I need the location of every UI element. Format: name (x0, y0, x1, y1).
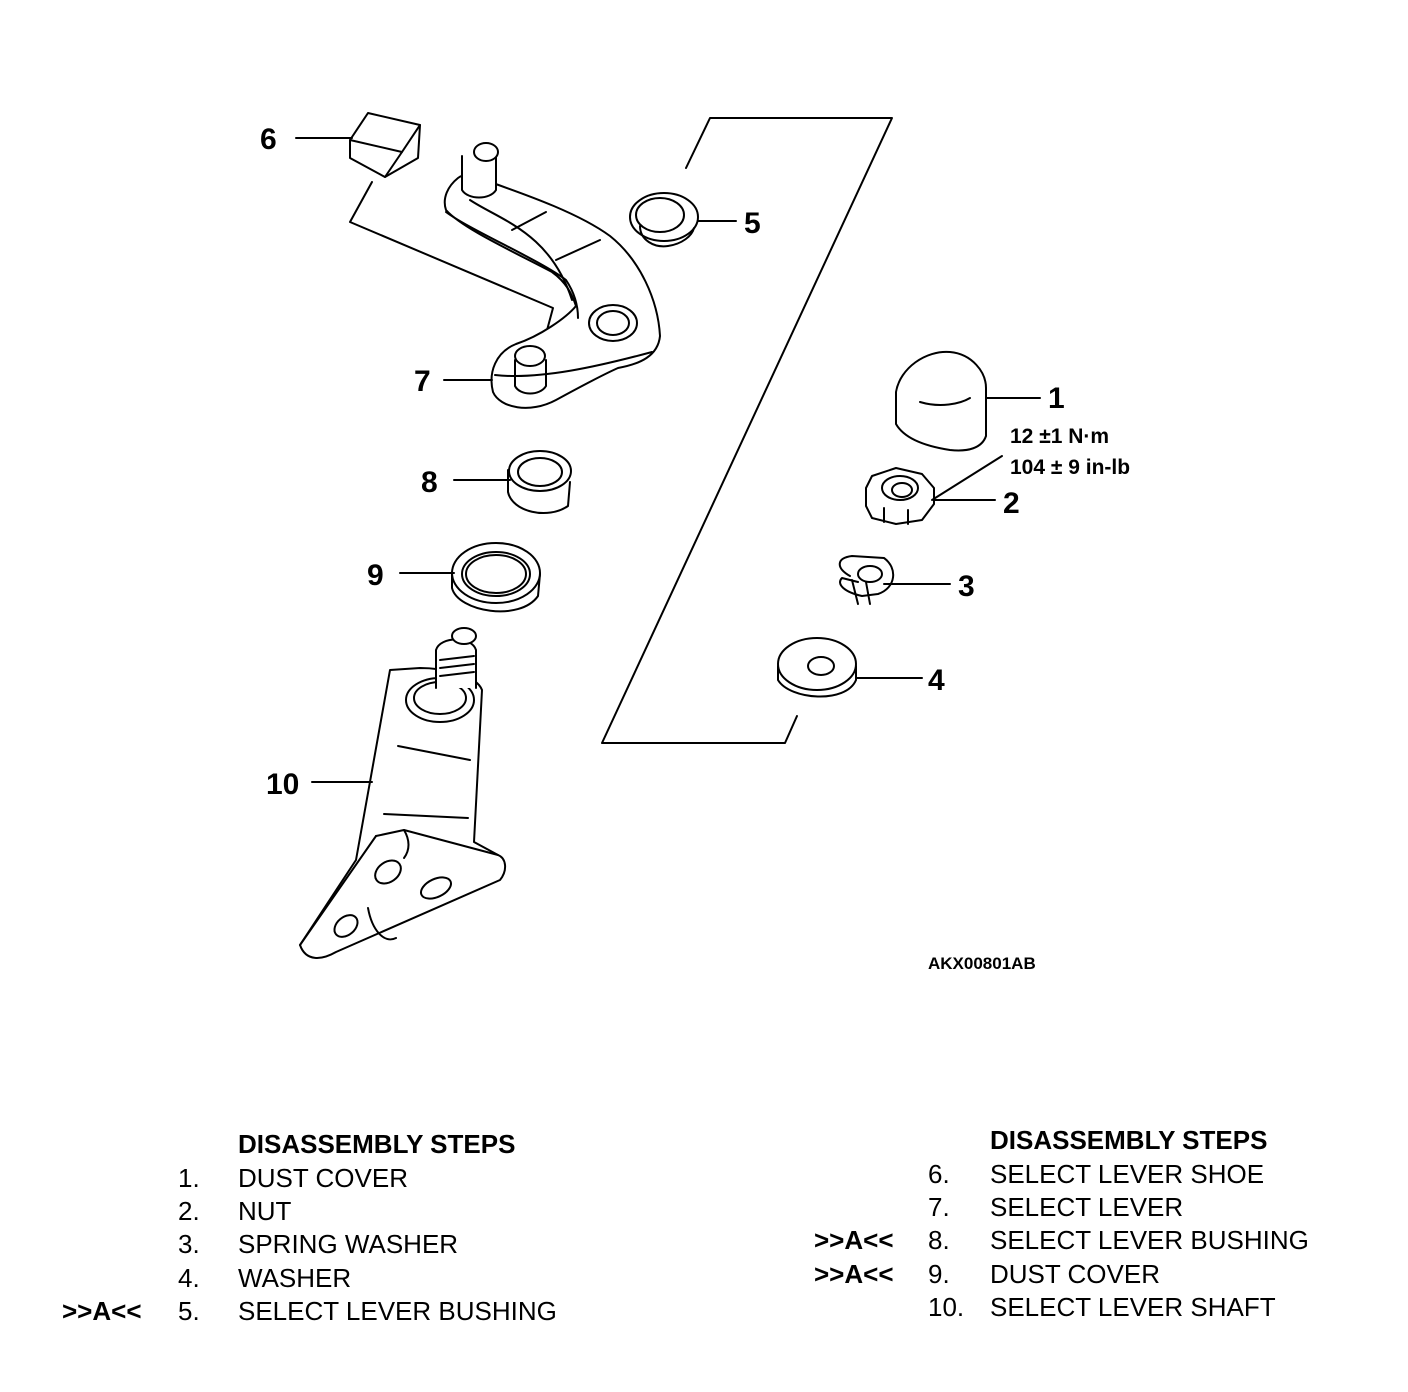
step-name: SELECT LEVER SHOE (990, 1159, 1265, 1189)
step-number: 2. (178, 1196, 200, 1226)
step-number: 1. (178, 1163, 200, 1193)
step-name: SELECT LEVER (990, 1192, 1184, 1222)
torque-imperial: 104 ± 9 in-lb (1010, 456, 1130, 479)
step-mark: >>A<< (62, 1296, 142, 1326)
callout-2: 2 (1003, 487, 1020, 520)
step-row: 1. DUST COVER (0, 1162, 640, 1195)
step-number: 6. (928, 1159, 950, 1189)
leader-line-2 (931, 455, 1003, 501)
step-row: 7. SELECT LEVER (780, 1191, 1380, 1224)
part-3-spring-washer (838, 555, 894, 605)
step-row: >>A<< 5. SELECT LEVER BUSHING (0, 1295, 640, 1328)
disassembly-steps-right: DISASSEMBLY STEPS 6. SELECT LEVER SHOE 7… (780, 1124, 1380, 1334)
step-name: NUT (238, 1196, 292, 1226)
step-row: 6. SELECT LEVER SHOE (780, 1158, 1380, 1191)
step-number: 4. (178, 1263, 200, 1293)
callout-5: 5 (744, 207, 761, 240)
step-number: 7. (928, 1192, 950, 1222)
step-name: DUST COVER (990, 1259, 1160, 1289)
step-number: 8. (928, 1225, 950, 1255)
step-number: 5. (178, 1296, 200, 1326)
callout-8: 8 (421, 466, 438, 499)
step-row: >>A<< 9. DUST COVER (780, 1258, 1380, 1291)
step-name: WASHER (238, 1263, 352, 1293)
callout-9: 9 (367, 559, 384, 592)
step-name: SELECT LEVER SHAFT (990, 1292, 1276, 1322)
callout-1: 1 (1048, 382, 1065, 415)
part-2-nut (865, 467, 935, 525)
step-mark: >>A<< (814, 1225, 894, 1255)
assembly-guide-line (601, 117, 893, 744)
callout-7: 7 (414, 365, 431, 398)
step-row: 4. WASHER (0, 1262, 640, 1295)
torque-metric: 12 ±1 N·m (1010, 425, 1109, 448)
part-6-select-lever-shoe (349, 112, 421, 178)
step-name: SELECT LEVER BUSHING (238, 1296, 557, 1326)
steps-heading-left: DISASSEMBLY STEPS (238, 1129, 516, 1159)
steps-heading-right: DISASSEMBLY STEPS (990, 1125, 1268, 1155)
callout-3: 3 (958, 570, 975, 603)
guide-line-6-7 (349, 181, 554, 346)
part-10-select-lever-shaft (299, 627, 506, 959)
part-7-select-lever (443, 142, 661, 409)
callout-6: 6 (260, 123, 277, 156)
step-number: 3. (178, 1229, 200, 1259)
step-row: 3. SPRING WASHER (0, 1228, 640, 1261)
step-number: 10. (928, 1292, 965, 1322)
step-row: 2. NUT (0, 1195, 640, 1228)
part-5-select-lever-bushing (629, 192, 699, 248)
step-row: >>A<< 8. SELECT LEVER BUSHING (780, 1224, 1380, 1257)
disassembly-steps-left: DISASSEMBLY STEPS 1. DUST COVER 2. NUT 3… (0, 1128, 640, 1338)
step-number: 9. (928, 1259, 950, 1289)
figure-code: AKX00801AB (928, 954, 1036, 973)
part-1-dust-cover (895, 350, 987, 452)
step-row: 10. SELECT LEVER SHAFT (780, 1291, 1380, 1324)
step-mark: >>A<< (814, 1259, 894, 1289)
part-4-washer (777, 637, 857, 698)
step-name: DUST COVER (238, 1163, 408, 1193)
step-name: SELECT LEVER BUSHING (990, 1225, 1309, 1255)
exploded-parts-diagram: 1 2 3 4 5 6 7 8 9 10 12 ±1 N·m 104 ± 9 i… (260, 112, 1130, 973)
callout-4: 4 (928, 664, 945, 697)
step-name: SPRING WASHER (238, 1229, 459, 1259)
part-9-dust-cover (451, 542, 541, 613)
callout-10: 10 (266, 768, 299, 801)
part-8-select-lever-bushing (507, 450, 572, 514)
